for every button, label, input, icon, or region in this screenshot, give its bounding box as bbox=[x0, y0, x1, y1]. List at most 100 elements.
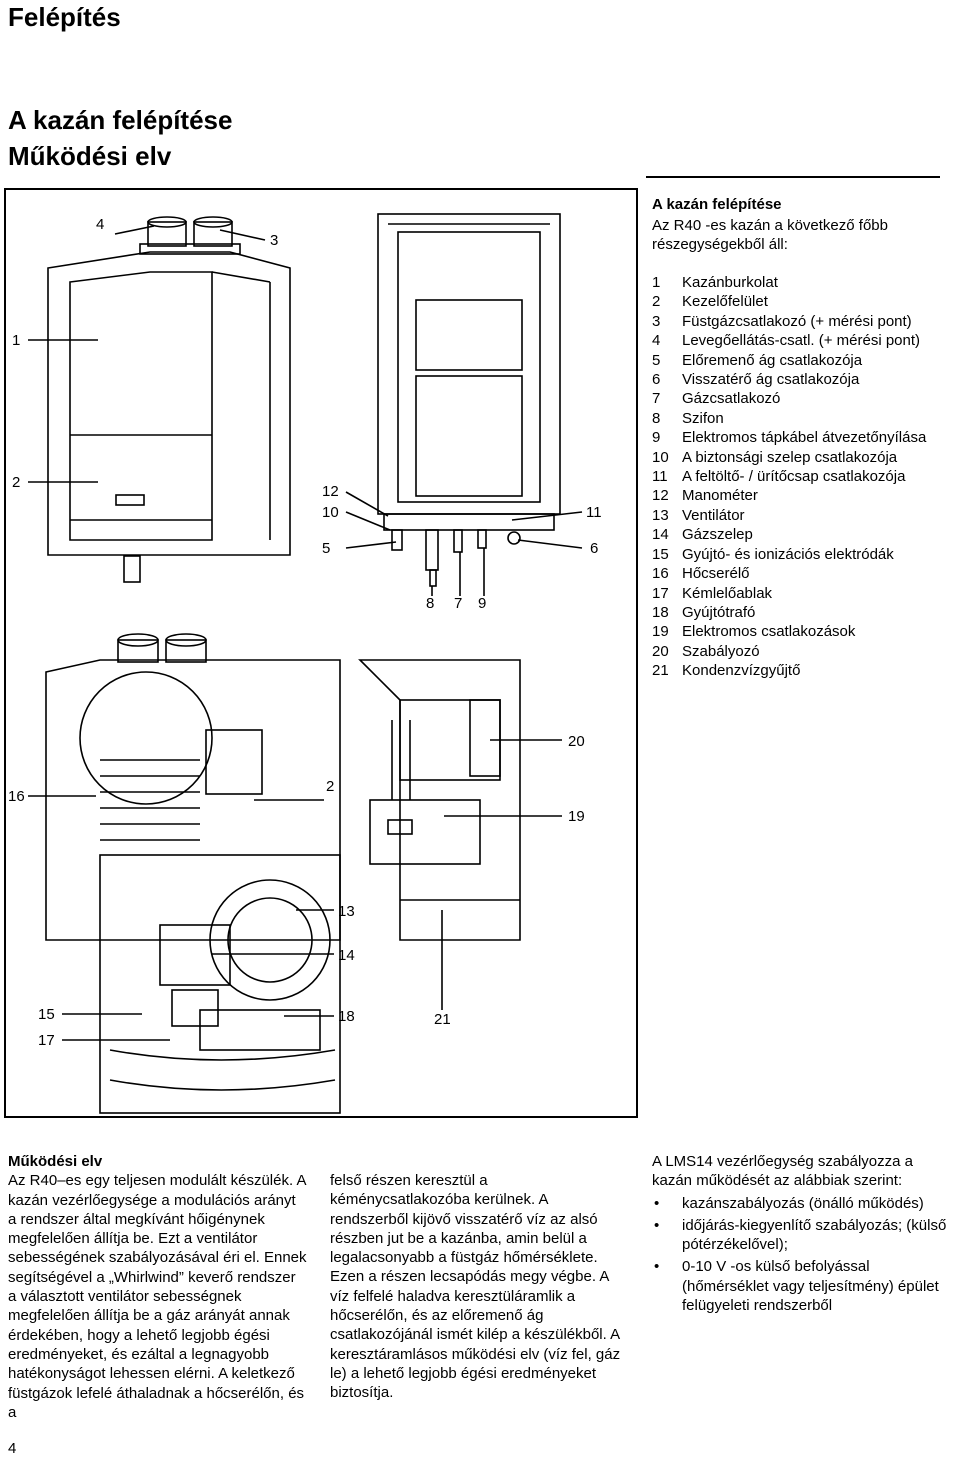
parts-list-item: 21 Kondenzvízgyűjtő bbox=[652, 661, 926, 680]
callout-7: 7 bbox=[454, 595, 463, 612]
part-number: 10 bbox=[652, 448, 669, 466]
part-label: Visszatérő ág csatlakozója bbox=[682, 371, 860, 389]
callout-2-bottom: 2 bbox=[326, 778, 335, 795]
controller-mode-text: 0-10 V -os külső befolyással (hőmérsékle… bbox=[682, 1258, 939, 1315]
part-number: 12 bbox=[652, 487, 669, 505]
callout-9: 9 bbox=[478, 595, 487, 612]
part-label: A feltöltő- / ürítőcsap csatlakozója bbox=[682, 468, 906, 486]
operation-column-1: Működési elv Az R40–es egy teljesen modu… bbox=[8, 1152, 308, 1422]
boiler-open-view bbox=[377, 213, 561, 587]
parts-list-item: 20 Szabályozó bbox=[652, 642, 926, 661]
parts-list-item: 13 Ventilátor bbox=[652, 506, 926, 525]
part-label: Szabályozó bbox=[682, 642, 760, 660]
callout-13: 13 bbox=[338, 903, 355, 920]
part-number: 15 bbox=[652, 545, 669, 563]
controller-mode-text: kazánszabályozás (önálló működés) bbox=[682, 1194, 924, 1212]
part-label: Kémlelőablak bbox=[682, 584, 773, 602]
part-number: 6 bbox=[652, 371, 661, 389]
controller-modes-list: • kazánszabályozás (önálló működés) • időj… bbox=[652, 1194, 952, 1316]
part-number: 5 bbox=[652, 351, 661, 369]
operation-text-2: felső részen keresztül a kéménycsatlakoz… bbox=[330, 1172, 621, 1402]
part-number: 13 bbox=[652, 506, 669, 524]
part-number: 7 bbox=[652, 390, 661, 408]
boiler-front-view bbox=[47, 216, 291, 583]
part-label: Gyújtó- és ionizációs elektródák bbox=[682, 545, 894, 563]
parts-list-item: 15 Gyújtó- és ionizációs elektródák bbox=[652, 545, 926, 564]
parts-list-item: 9 Elektromos tápkábel átvezetőnyílása bbox=[652, 428, 926, 447]
parts-list-item: 1 Kazánburkolat bbox=[652, 273, 926, 292]
callout-1: 1 bbox=[12, 332, 21, 349]
part-label: Gázszelep bbox=[682, 526, 753, 544]
boiler-interior-view bbox=[45, 633, 521, 1114]
page-number: 4 bbox=[8, 1440, 17, 1457]
part-label: Kezelőfelület bbox=[682, 293, 768, 311]
callout-10: 10 bbox=[322, 504, 339, 521]
parts-list-item: 14 Gázszelep bbox=[652, 525, 926, 544]
callout-16: 16 bbox=[8, 788, 25, 805]
operation-column-3: A LMS14 vezérlőegység szabályozza a kazá… bbox=[652, 1152, 952, 1315]
part-number: 20 bbox=[652, 642, 669, 660]
part-label: Kazánburkolat bbox=[682, 274, 778, 291]
callout-2-top: 2 bbox=[12, 474, 21, 491]
part-label: Szifon bbox=[682, 409, 724, 427]
parts-list-item: 7 Gázcsatlakozó bbox=[652, 389, 926, 408]
callout-8: 8 bbox=[426, 595, 435, 612]
part-number: 14 bbox=[652, 526, 669, 544]
callout-leader-lines-top bbox=[28, 225, 583, 596]
operation-title: Működési elv bbox=[8, 1153, 103, 1170]
controller-mode-text: időjárás-kiegyenlítő szabályozás; (külső… bbox=[682, 1216, 947, 1254]
parts-list-item: 6 Visszatérő ág csatlakozója bbox=[652, 370, 926, 389]
parts-list-item: 8 Szifon bbox=[652, 409, 926, 428]
part-number: 2 bbox=[652, 293, 661, 311]
part-label: Gázcsatlakozó bbox=[682, 390, 781, 408]
part-number: 18 bbox=[652, 603, 669, 621]
controller-mode-item: • 0-10 V -os külső befolyással (hőmérsékl… bbox=[652, 1257, 952, 1315]
heading-rule bbox=[646, 176, 940, 178]
part-number: 21 bbox=[652, 662, 669, 680]
parts-list-item: 17 Kémlelőablak bbox=[652, 584, 926, 603]
part-label: Hőcserélő bbox=[682, 565, 750, 583]
page-heading: A kazán felépítése Működési elv bbox=[8, 102, 232, 174]
page-heading-line-1: A kazán felépítése bbox=[8, 105, 233, 135]
bullet-icon: • bbox=[654, 1258, 660, 1276]
page-heading-line-2: Működési elv bbox=[8, 141, 172, 171]
heat-exchanger-coil bbox=[100, 759, 200, 841]
callout-5: 5 bbox=[322, 540, 331, 557]
bullet-icon: • bbox=[654, 1216, 660, 1234]
part-number: 11 bbox=[652, 468, 668, 486]
callout-18: 18 bbox=[338, 1008, 355, 1025]
callout-leader-lines-bottom bbox=[28, 739, 562, 1041]
callout-12: 12 bbox=[322, 483, 339, 500]
parts-title: A kazán felépítése bbox=[652, 196, 782, 213]
callout-11: 11 bbox=[586, 504, 602, 521]
part-number: 16 bbox=[652, 565, 669, 583]
part-number: 1 bbox=[652, 274, 661, 291]
part-label: Előremenő ág csatlakozója bbox=[682, 351, 863, 369]
part-number: 9 bbox=[652, 429, 661, 447]
part-number: 8 bbox=[652, 409, 661, 427]
boiler-figure-frame bbox=[4, 188, 638, 1118]
callout-3: 3 bbox=[270, 232, 279, 249]
parts-list-item: 16 Hőcserélő bbox=[652, 564, 926, 583]
part-label: Kondenzvízgyűjtő bbox=[682, 662, 801, 680]
controller-intro: A LMS14 vezérlőegység szabályozza a kazá… bbox=[652, 1153, 913, 1190]
part-number: 4 bbox=[652, 332, 661, 350]
parts-list-item: 4 Levegőellátás-csatl. (+ mérési pont) bbox=[652, 331, 926, 350]
section-title: Felépítés bbox=[8, 2, 121, 32]
part-label: Ventilátor bbox=[682, 506, 745, 524]
callout-20: 20 bbox=[568, 733, 585, 750]
part-number: 3 bbox=[652, 312, 661, 330]
part-number: 17 bbox=[652, 584, 669, 602]
part-label: Elektromos tápkábel átvezetőnyílása bbox=[682, 429, 927, 447]
parts-list-item: 2 Kezelőfelület bbox=[652, 292, 926, 311]
part-label: Elektromos csatlakozások bbox=[682, 623, 856, 641]
bullet-icon: • bbox=[654, 1194, 660, 1212]
part-label: Levegőellátás-csatl. (+ mérési pont) bbox=[682, 332, 921, 350]
